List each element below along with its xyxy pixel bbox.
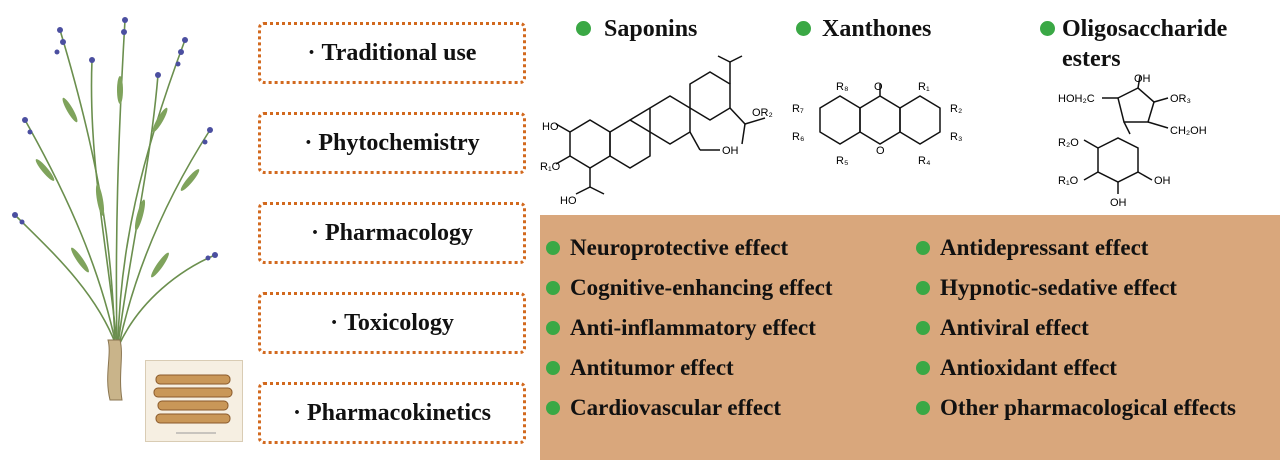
topic-label: Phytochemistry [318, 129, 480, 156]
svg-text:R₇: R₇ [792, 103, 804, 115]
saponin-structure-diagram: HO R₁O HO OH OR₂ [540, 55, 773, 207]
svg-text:OR₂: OR₂ [752, 107, 773, 119]
svg-text:OH: OH [722, 145, 739, 157]
effect-item: Cognitive-enhancing effect [546, 275, 833, 301]
svg-text:R₅: R₅ [836, 155, 848, 167]
topic-traditional-use: · Traditional use [258, 22, 526, 84]
svg-text:HO: HO [542, 121, 559, 133]
topic-bullet: · [330, 309, 339, 336]
effect-item: Antitumor effect [546, 355, 734, 381]
effects-panel: Neuroprotective effect Cognitive-enhanci… [540, 215, 1280, 460]
svg-text:R₁O: R₁O [1058, 175, 1079, 187]
topic-label: Traditional use [321, 39, 477, 66]
svg-text:R₃: R₃ [950, 131, 962, 143]
oligosaccharide-bullet-icon [1040, 21, 1055, 36]
topic-label: Toxicology [344, 309, 454, 336]
saponins-bullet-icon [576, 21, 591, 36]
effect-item: Antioxidant effect [916, 355, 1117, 381]
topic-pharmacokinetics: · Pharmacokinetics [258, 382, 526, 444]
root-photo [145, 360, 243, 442]
svg-text:R₁: R₁ [918, 81, 930, 93]
effect-item: Neuroprotective effect [546, 235, 788, 261]
svg-text:R₂: R₂ [950, 103, 962, 115]
svg-text:CH₂OH: CH₂OH [1170, 125, 1207, 137]
svg-text:OH: OH [1134, 73, 1151, 85]
plant-illustration [12, 17, 218, 401]
effect-item: Hypnotic-sedative effect [916, 275, 1177, 301]
topic-bullet: · [293, 399, 302, 426]
effect-item: Cardiovascular effect [546, 395, 781, 421]
class-oligosaccharide-esters: Oligosaccharide esters [1062, 16, 1228, 72]
topic-phytochemistry: · Phytochemistry [258, 112, 526, 174]
topic-label: Pharmacokinetics [307, 399, 491, 426]
topic-bullet: · [311, 219, 320, 246]
effect-item: Other pharmacological effects [916, 390, 1240, 426]
effect-item: Anti-inflammatory effect [546, 315, 816, 341]
topic-bullet: · [304, 129, 313, 156]
svg-text:OH: OH [1154, 175, 1171, 187]
svg-text:HOH₂C: HOH₂C [1058, 93, 1095, 105]
topic-bullet: · [307, 39, 316, 66]
class-xanthones: Xanthones [822, 16, 932, 42]
svg-text:R₄: R₄ [918, 155, 931, 167]
topic-toxicology: · Toxicology [258, 292, 526, 354]
svg-text:O: O [874, 81, 883, 93]
effect-item: Antiviral effect [916, 315, 1089, 341]
xanthone-structure-diagram: O O R₈ R₇ R₆ R₅ R₁ R₂ R₃ R₄ [792, 81, 962, 167]
svg-text:HO: HO [560, 195, 577, 207]
effect-item: Antidepressant effect [916, 235, 1148, 261]
svg-text:R₈: R₈ [836, 81, 849, 93]
oligosaccharide-structure-diagram: OH HOH₂C OR₃ CH₂OH R₂O R₁O OH OH [1058, 73, 1207, 209]
svg-text:R₂O: R₂O [1058, 137, 1079, 149]
svg-text:OH: OH [1110, 197, 1127, 209]
svg-text:R₁O: R₁O [540, 161, 561, 173]
svg-text:OR₃: OR₃ [1170, 93, 1191, 105]
xanthones-bullet-icon [796, 21, 811, 36]
svg-text:O: O [876, 145, 885, 157]
topic-pharmacology: · Pharmacology [258, 202, 526, 264]
svg-text:R₆: R₆ [792, 131, 804, 143]
topic-label: Pharmacology [325, 219, 473, 246]
class-saponins: Saponins [604, 16, 698, 42]
